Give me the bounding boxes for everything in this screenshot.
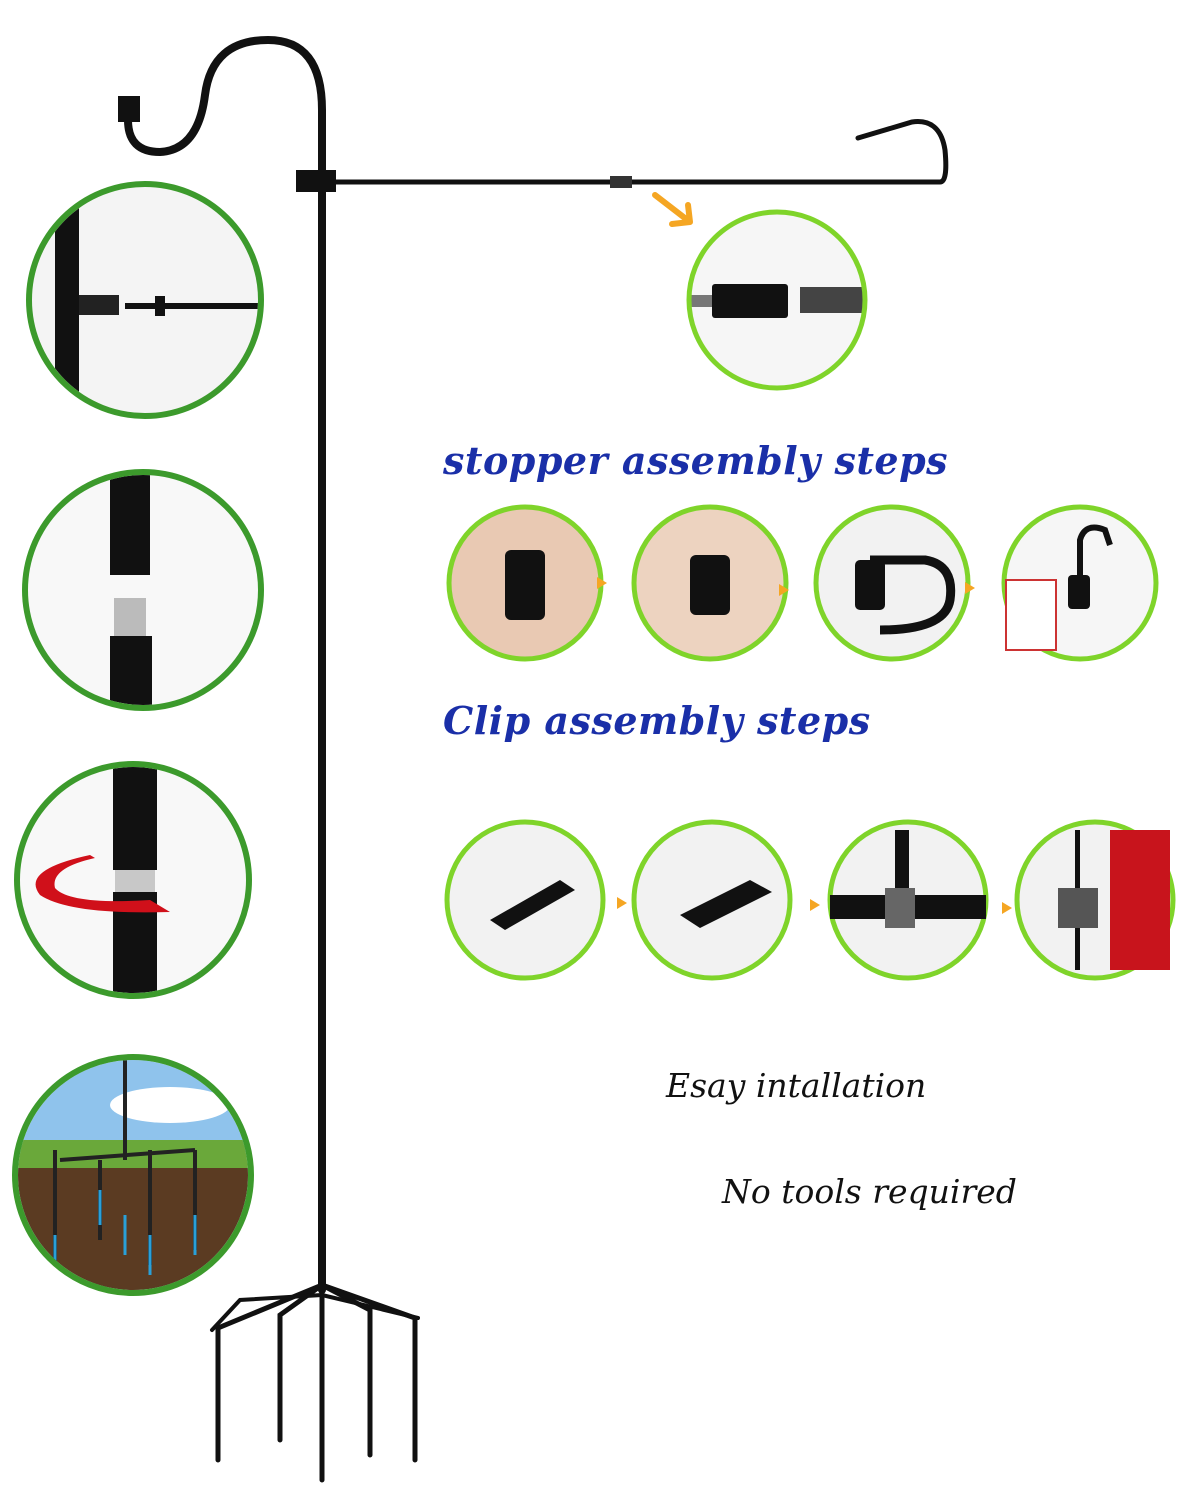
stopper-steps-heading: stopper assembly steps <box>443 438 949 483</box>
shepherd-hook-pole <box>118 35 949 1483</box>
stopper-steps <box>446 504 1159 662</box>
clip-steps <box>444 819 1176 981</box>
detail-circle-arm-joint <box>26 181 264 419</box>
easy-installation-text: Esay intallation <box>666 1066 927 1105</box>
detail-circle-twist <box>14 761 252 999</box>
detail-circle-ground <box>12 1054 254 1296</box>
arrow-icon <box>652 192 693 227</box>
no-tools-text: No tools required <box>722 1172 1017 1211</box>
clip-steps-heading: Clip assembly steps <box>443 698 871 743</box>
detail-circle-pole-thread <box>22 469 264 711</box>
detail-circle-arm-connector <box>686 209 868 391</box>
